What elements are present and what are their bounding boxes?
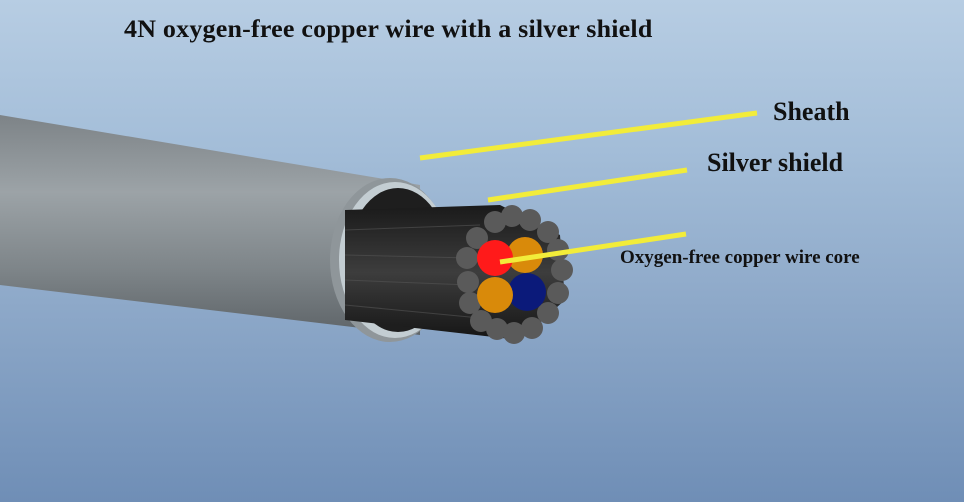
leader-lines xyxy=(419,110,758,265)
strand-lines xyxy=(344,224,481,319)
diagram-title: 4N oxygen-free copper wire with a silver… xyxy=(124,16,653,43)
core-orange-bottom xyxy=(477,277,513,313)
strand-ends xyxy=(456,205,573,344)
core-orange-top xyxy=(507,237,543,273)
label-silver-shield: Silver shield xyxy=(707,148,844,177)
label-sheath: Sheath xyxy=(773,97,850,126)
core-red xyxy=(477,240,513,276)
shield-leader xyxy=(487,167,688,203)
sheath-body xyxy=(0,115,420,335)
label-copper-core: Oxygen-free copper wire core xyxy=(620,247,860,268)
strand-bundle xyxy=(345,205,565,340)
core-blue xyxy=(508,273,546,311)
sheath-leader xyxy=(419,110,758,161)
core-leader xyxy=(499,231,687,265)
